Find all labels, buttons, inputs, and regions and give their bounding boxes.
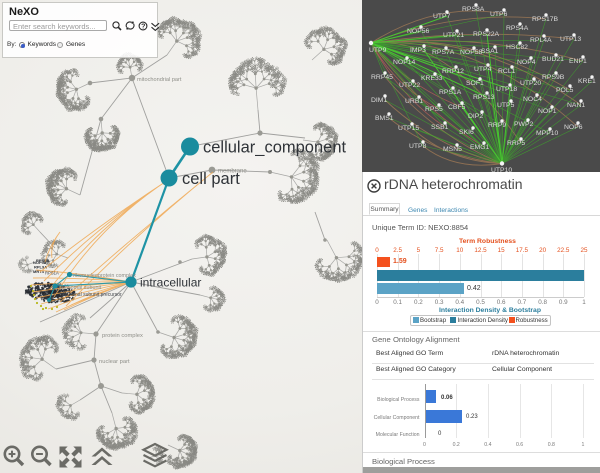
svg-text:mitochondrial part: mitochondrial part	[137, 77, 182, 83]
svg-text:KRE33: KRE33	[421, 75, 443, 82]
svg-text:cell part: cell part	[182, 170, 240, 188]
svg-text:RPS22A: RPS22A	[473, 31, 500, 38]
svg-text:NAN1: NAN1	[567, 102, 585, 109]
svg-text:BUD21: BUD21	[542, 56, 564, 63]
svg-text:cellular_component: cellular_component	[203, 139, 347, 157]
svg-text:RPS1A: RPS1A	[45, 271, 59, 276]
svg-text:MPP10: MPP10	[536, 130, 559, 137]
svg-text:NOP6: NOP6	[564, 124, 583, 131]
svg-text:NOP4: NOP4	[517, 59, 536, 66]
svg-text:HSC82: HSC82	[506, 44, 528, 51]
svg-text:BMS1: BMS1	[375, 115, 394, 122]
svg-text:nuclear part: nuclear part	[99, 359, 130, 365]
svg-text:ribonucleoprotein complex: ribonucleoprotein complex	[73, 273, 136, 279]
svg-text:NOC4: NOC4	[523, 96, 542, 103]
svg-text:UTP6: UTP6	[490, 11, 508, 18]
svg-text:UTP8: UTP8	[409, 143, 427, 150]
svg-text:ribosomal subunit precursor: ribosomal subunit precursor	[60, 292, 122, 298]
svg-text:ENP1: ENP1	[569, 58, 587, 65]
svg-text:UTP15: UTP15	[398, 125, 419, 132]
svg-text:RRP45: RRP45	[371, 74, 393, 81]
svg-text:NOP58: NOP58	[460, 49, 483, 56]
svg-text:RRP12: RRP12	[442, 68, 464, 75]
svg-text:UTP9: UTP9	[369, 47, 387, 54]
svg-text:KRE1: KRE1	[578, 78, 596, 85]
svg-text:NOP14: NOP14	[393, 59, 416, 66]
svg-text:MSN5: MSN5	[443, 146, 462, 153]
svg-text:POL5: POL5	[556, 87, 574, 94]
svg-text:RPS13: RPS13	[473, 94, 495, 101]
svg-text:RCL1: RCL1	[498, 68, 516, 75]
svg-text:UTP7: UTP7	[433, 13, 451, 20]
svg-text:RPS5: RPS5	[425, 106, 443, 113]
svg-text:UTP21: UTP21	[443, 32, 464, 39]
svg-text:UTP5: UTP5	[497, 102, 515, 109]
svg-text:SKI6: SKI6	[459, 129, 474, 136]
svg-text:RPS7A: RPS7A	[432, 49, 455, 56]
svg-text:RRP9: RRP9	[488, 122, 506, 129]
svg-text:RRP5: RRP5	[507, 140, 525, 147]
svg-text:protein complex: protein complex	[102, 333, 143, 339]
svg-text:RPS4A: RPS4A	[506, 25, 529, 32]
svg-text:PWP2: PWP2	[514, 121, 533, 128]
svg-text:RPS1A: RPS1A	[439, 89, 462, 96]
svg-text:DIM1: DIM1	[371, 97, 387, 104]
svg-text:CBF5: CBF5	[448, 104, 466, 111]
svg-text:EMG1: EMG1	[470, 144, 489, 151]
svg-text:IMP3: IMP3	[410, 47, 426, 54]
svg-text:RPS9B: RPS9B	[542, 74, 565, 81]
svg-text:DIP2: DIP2	[468, 113, 483, 120]
svg-text:UTP22: UTP22	[399, 82, 420, 89]
svg-text:RPL32: RPL32	[25, 290, 38, 295]
svg-text:UTP13: UTP13	[560, 36, 581, 43]
svg-text:UTP20: UTP20	[520, 80, 541, 87]
svg-text:UTP4: UTP4	[474, 66, 492, 73]
svg-text:?: ?	[141, 24, 145, 31]
svg-text:RPS17B: RPS17B	[532, 16, 559, 23]
svg-text:UTP18: UTP18	[496, 86, 517, 93]
svg-text:NOP56: NOP56	[407, 28, 430, 35]
svg-text:NOP1: NOP1	[538, 108, 557, 115]
svg-text:URB1: URB1	[405, 98, 423, 105]
svg-text:ribosomal subunit: ribosomal subunit	[59, 285, 102, 291]
svg-text:SOF1: SOF1	[466, 80, 484, 87]
svg-text:RPS8A: RPS8A	[462, 6, 485, 13]
svg-text:intracellular: intracellular	[140, 276, 201, 290]
svg-text:RPL4A: RPL4A	[530, 37, 552, 44]
svg-text:RPS6B: RPS6B	[36, 258, 49, 263]
svg-text:SSA1: SSA1	[481, 48, 499, 55]
svg-text:SSB1: SSB1	[431, 124, 449, 131]
